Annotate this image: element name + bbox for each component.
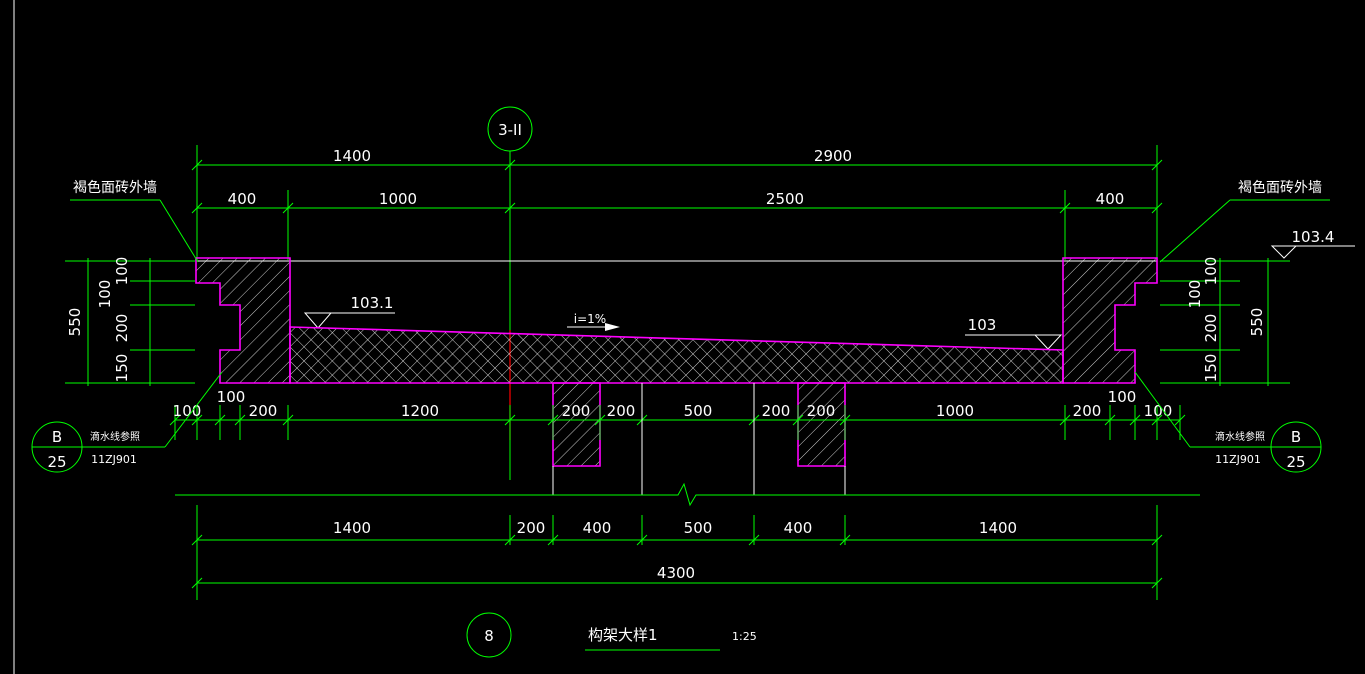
dim-mid-9: 200 (807, 402, 836, 420)
slope-indicator: i=1% (567, 312, 620, 331)
dim-top1-b: 2900 (814, 147, 852, 165)
detail-scale: 1:25 (732, 630, 757, 643)
dim-bot1-b: 200 (517, 519, 546, 537)
elevation-mid-right: 103 (965, 316, 1063, 350)
dim-mid-1: 100 (173, 402, 202, 420)
ref-right-top: B (1291, 428, 1301, 446)
ref-left-top: B (52, 428, 62, 446)
dim-left-p2: 100 (96, 280, 114, 309)
dim-bot1-c: 400 (583, 519, 612, 537)
dim-right: 550 100 100 200 150 (1160, 257, 1290, 386)
dim-row-top1: 1400 2900 (191, 145, 1163, 260)
dim-right-p2: 100 (1186, 280, 1204, 309)
dim-bot1-f: 1400 (979, 519, 1017, 537)
elev-right-text: 103.4 (1292, 228, 1335, 246)
dim-top1-a: 1400 (333, 147, 371, 165)
dim-left-p3: 200 (113, 314, 131, 343)
drip-ref-right: B 25 滴水线参照 11ZJ901 (1134, 371, 1322, 473)
dim-row-bottom-total: 4300 (191, 564, 1163, 589)
elev-mid-right-text: 103 (968, 316, 997, 334)
drop-lines (552, 383, 846, 495)
dim-right-p1: 100 (1202, 257, 1220, 286)
dim-left-p4: 150 (113, 354, 131, 383)
detail-number: 8 (484, 627, 494, 645)
dim-right-p4: 150 (1202, 354, 1220, 383)
ref-left-bottom: 25 (47, 453, 66, 471)
dim-right-p3: 200 (1202, 314, 1220, 343)
dim-mid-13: 100 (1144, 402, 1173, 420)
break-line (175, 482, 1200, 507)
dim-bot1-d: 500 (684, 519, 713, 537)
drip-note-left-text: 滴水线参照 (90, 430, 140, 443)
dim-bot1-e: 400 (784, 519, 813, 537)
dim-mid-7: 500 (684, 402, 713, 420)
dim-mid-11: 200 (1073, 402, 1102, 420)
dim-row-mid: 100 100 200 1200 200 200 500 200 200 100… (169, 388, 1186, 440)
detail-title-text: 构架大样1 (588, 626, 658, 644)
dim-right-total: 550 (1248, 308, 1266, 337)
dim-mid-6: 200 (607, 402, 636, 420)
wall-note-right: 褐色面砖外墙 (1159, 179, 1330, 263)
dim-mid-12: 100 (1108, 388, 1137, 406)
dim-row-bottom1: 1400 200 400 500 400 1400 (191, 505, 1163, 600)
dim-bottom-total: 4300 (657, 564, 695, 582)
wall-note-left: 褐色面砖外墙 (70, 179, 199, 263)
wall-note-left-text: 褐色面砖外墙 (73, 179, 157, 196)
dim-mid-8: 200 (762, 402, 791, 420)
drip-ref-left: B 25 滴水线参照 11ZJ901 (31, 371, 223, 473)
dim-left: 550 100 100 200 150 (65, 257, 195, 386)
dim-left-total: 550 (66, 308, 84, 337)
dim-mid-10: 1000 (936, 402, 974, 420)
ref-right-bottom: 25 (1286, 453, 1305, 471)
dim-top2-b: 1000 (379, 190, 417, 208)
section-body (195, 257, 1158, 467)
drip-ref-left-code: 11ZJ901 (91, 453, 137, 466)
dim-mid-5: 200 (562, 402, 591, 420)
dim-top2-a: 400 (228, 190, 257, 208)
slope-text: i=1% (574, 312, 606, 326)
dim-top2-d: 400 (1096, 190, 1125, 208)
elev-mid-left-text: 103.1 (351, 294, 394, 312)
dim-bot1-a: 1400 (333, 519, 371, 537)
dim-mid-4: 1200 (401, 402, 439, 420)
dim-mid-3: 200 (249, 402, 278, 420)
elevation-right: 103.4 (1270, 228, 1355, 259)
dim-row-top2: 400 1000 2500 400 (191, 190, 1163, 260)
dim-top2-c: 2500 (766, 190, 804, 208)
wall-note-right-text: 褐色面砖外墙 (1238, 179, 1322, 196)
dim-mid-2: 100 (217, 388, 246, 406)
dim-left-p1: 100 (113, 257, 131, 286)
drip-note-right-text: 滴水线参照 (1215, 430, 1265, 443)
drip-ref-right-code: 11ZJ901 (1215, 453, 1261, 466)
detail-title: 8 构架大样1 1:25 (466, 612, 757, 658)
axis-label: 3-II (498, 121, 522, 139)
elevation-mid-left: 103.1 (303, 294, 395, 329)
